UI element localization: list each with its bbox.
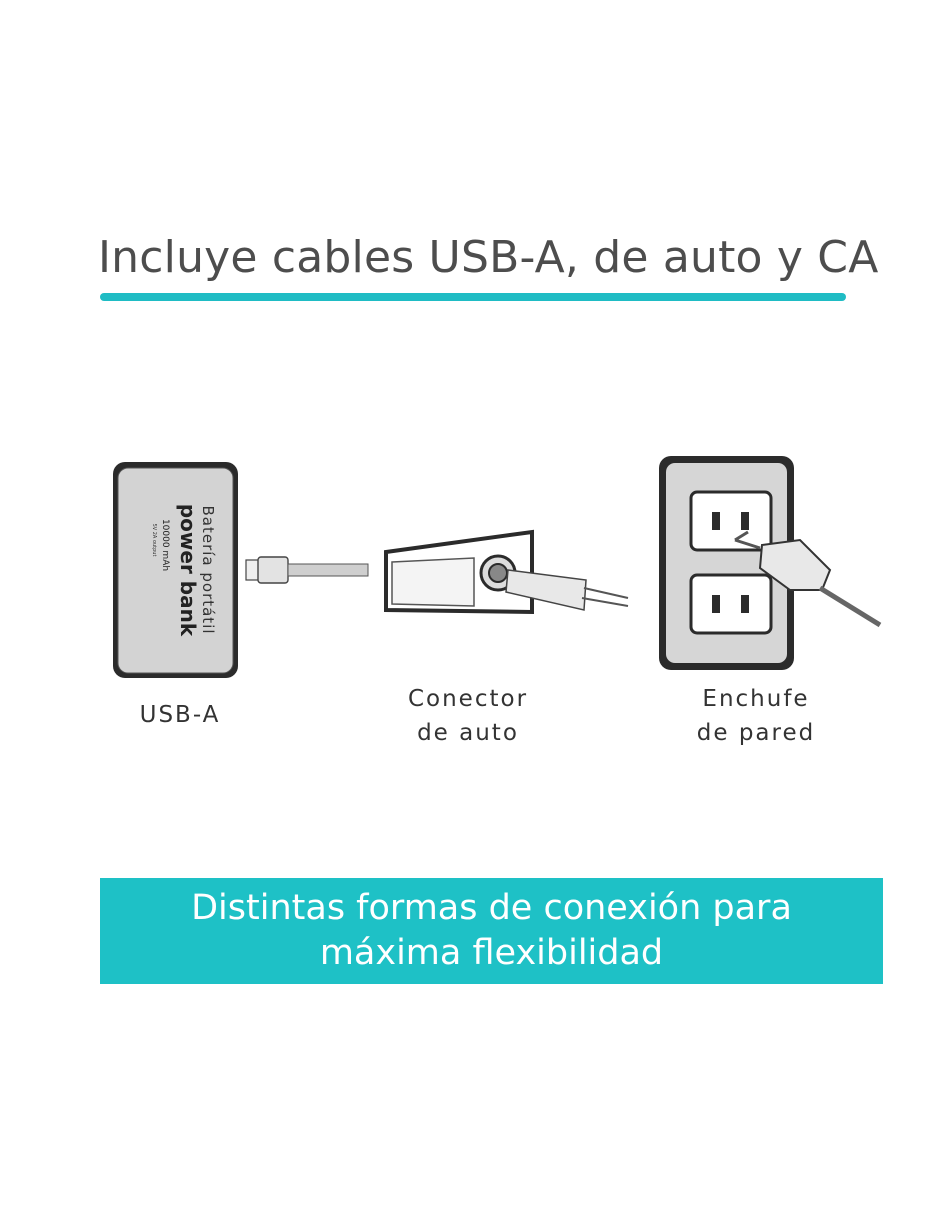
label-car-line2: de auto <box>417 720 519 746</box>
power-bank-text-4: 5V 2A output <box>151 524 157 557</box>
car-connector-icon <box>384 529 629 615</box>
label-car-line1: Conector <box>407 686 529 712</box>
power-bank-text-2: power bank <box>176 504 200 637</box>
label-usb-text: USB-A <box>139 702 221 728</box>
label-car: Conector de auto <box>388 682 548 750</box>
power-bank-icon: Batería portátil power bank 10000 mAh 5V… <box>113 462 238 678</box>
feature-banner: Distintas formas de conexión para máxima… <box>100 878 883 984</box>
power-bank-text-1: Batería portátil <box>199 505 217 634</box>
banner-line1: Distintas formas de conexión para <box>191 888 792 928</box>
label-wall-line1: Enchufe <box>702 686 810 712</box>
wall-outlet-icon <box>659 456 882 670</box>
title-underline <box>100 293 846 301</box>
label-usb: USB-A <box>130 698 230 732</box>
connection-illustration: Batería portátil power bank 10000 mAh 5V… <box>113 456 882 678</box>
label-wall-line2: de pared <box>696 720 816 746</box>
usb-cable-icon <box>245 556 369 584</box>
power-bank-text-3: 10000 mAh <box>160 519 170 571</box>
banner-line2: máxima flexibilidad <box>319 933 664 973</box>
page-title: Incluye cables USB-A, de auto y CA <box>98 232 879 283</box>
label-wall: Enchufe de pared <box>676 682 836 750</box>
banner-text: Distintas formas de conexión para máxima… <box>100 886 883 976</box>
